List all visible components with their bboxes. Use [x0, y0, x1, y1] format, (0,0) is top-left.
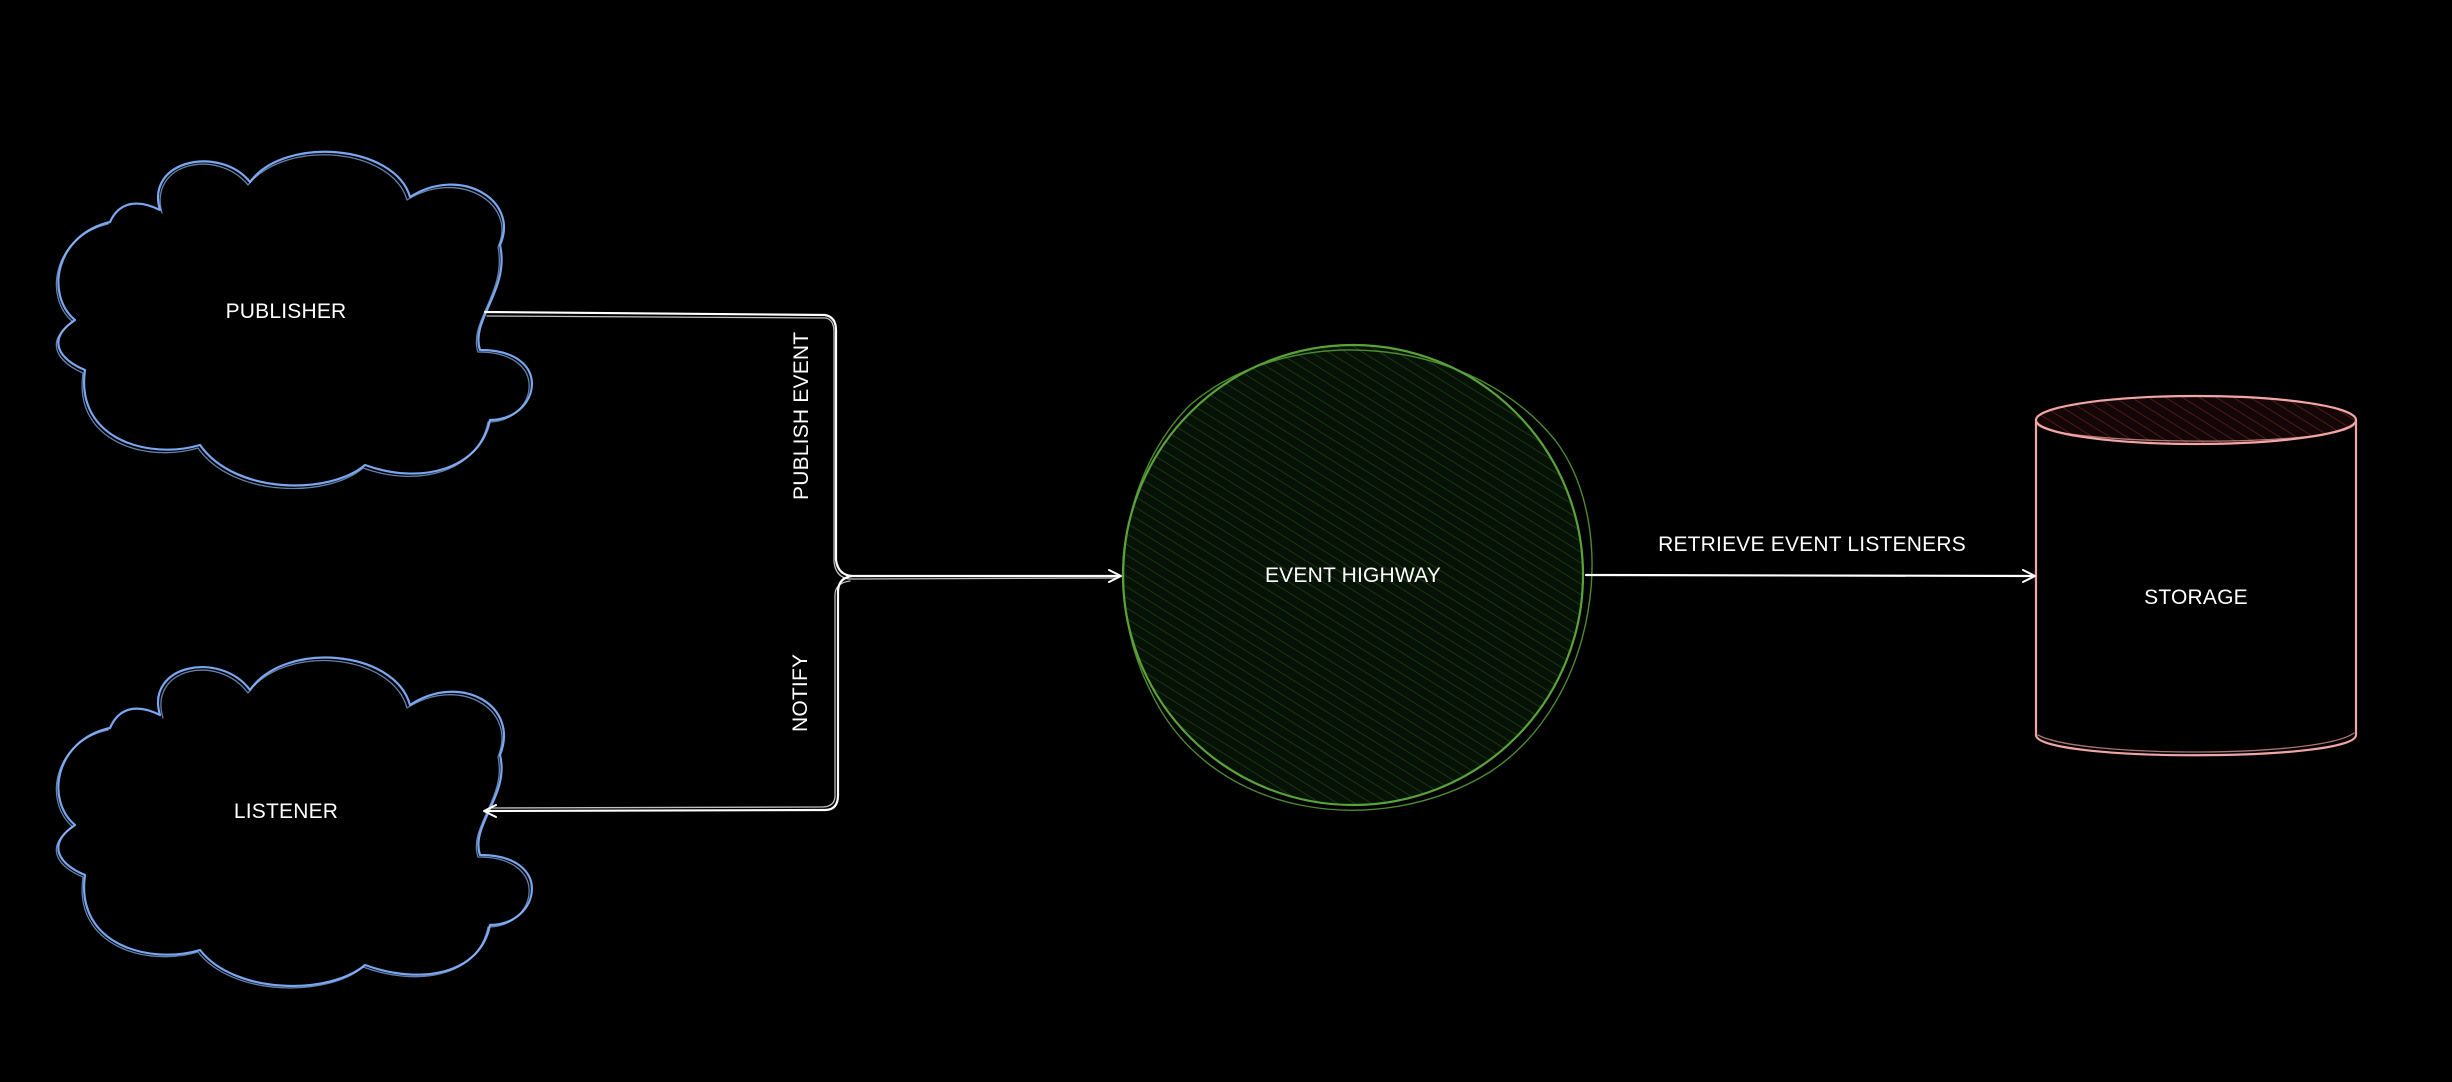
publisher-cloud-outline-2 — [55, 154, 530, 490]
retrieve-edge-label: RETRIEVE EVENT LISTENERS — [1658, 533, 1966, 556]
notify-edge: NOTIFY — [483, 574, 854, 818]
listener-cloud-outline-2 — [55, 659, 530, 989]
storage-cylinder-top — [2034, 394, 2358, 446]
notify-edge-line-2 — [489, 580, 851, 809]
publish-edge-label: PUBLISH EVENT — [790, 332, 813, 500]
storage-label: STORAGE — [2144, 586, 2248, 609]
retrieve-edge-line — [1584, 568, 2036, 583]
storage-cylinder-outline-2 — [2037, 424, 2355, 753]
listener-node: LISTENER — [55, 656, 533, 989]
storage-cylinder-body — [2034, 418, 2358, 757]
publish-edge-line — [483, 310, 1122, 583]
publisher-node: PUBLISHER — [55, 150, 533, 490]
publisher-label: PUBLISHER — [226, 300, 347, 323]
event-highway-outline-2 — [1122, 349, 1593, 811]
retrieve-edge: RETRIEVE EVENT LISTENERS — [1584, 533, 2036, 583]
listener-label: LISTENER — [234, 800, 338, 823]
notify-edge-label: NOTIFY — [789, 654, 812, 732]
notify-edge-line — [483, 574, 854, 818]
event-highway-node: EVENT HIGHWAY — [1121, 343, 1593, 811]
event-highway-label: EVENT HIGHWAY — [1265, 564, 1441, 587]
storage-node: STORAGE — [2034, 394, 2358, 757]
publish-edge: PUBLISH EVENT — [483, 310, 1122, 583]
